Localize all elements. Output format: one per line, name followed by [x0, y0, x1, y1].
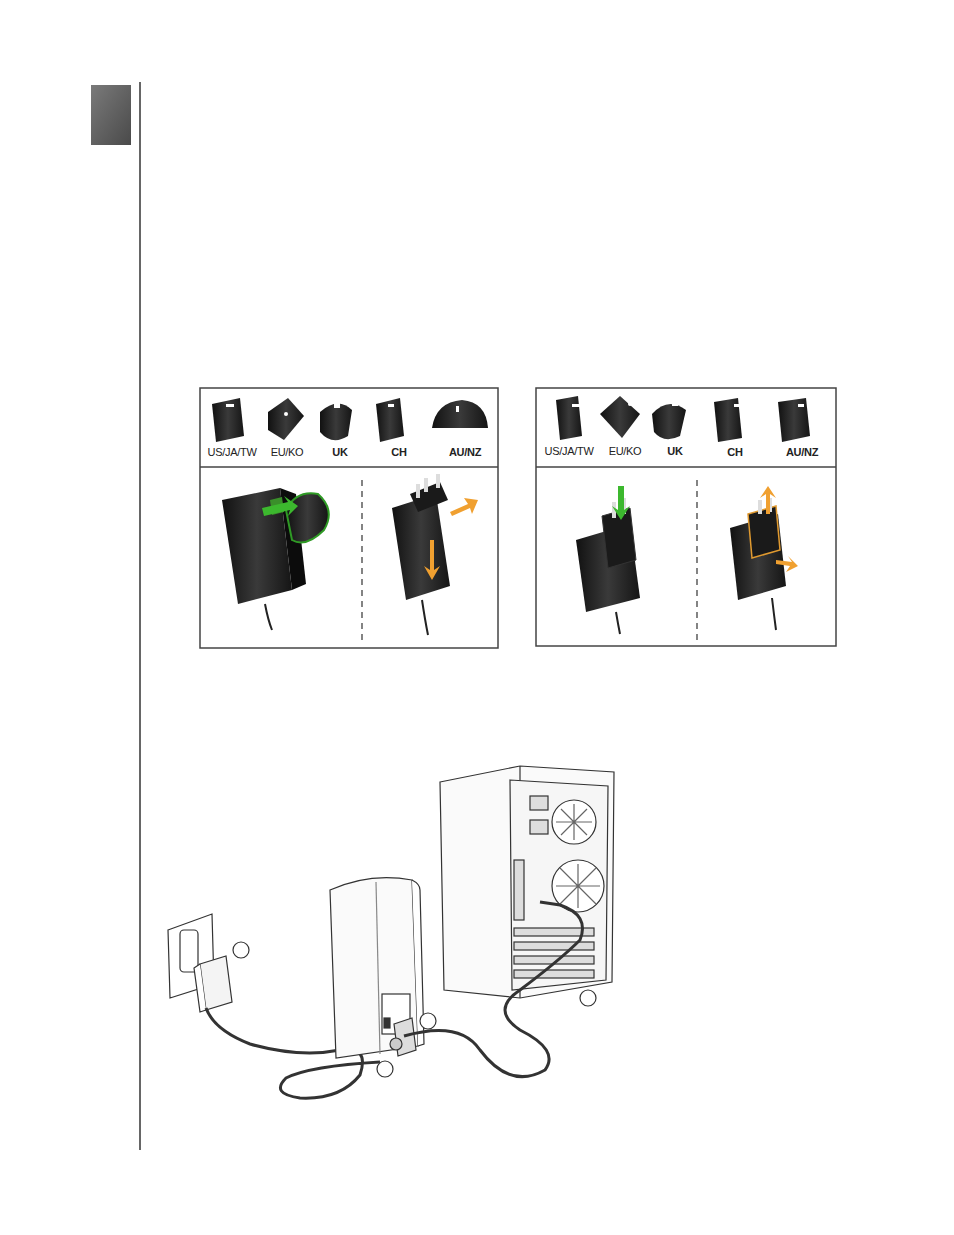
chapter-tab — [91, 85, 131, 145]
region-label: EU/KO — [609, 445, 642, 458]
region-label: CH — [391, 446, 406, 459]
region-label: US/JA/TW — [208, 446, 257, 459]
region-label: US/JA/TW — [545, 445, 594, 458]
region-label: UK — [332, 446, 347, 459]
callout-circle — [377, 1061, 393, 1077]
region-label: UK — [667, 445, 682, 458]
callout-circle — [420, 1013, 436, 1029]
region-label: AU/NZ — [449, 446, 481, 459]
region-label: CH — [727, 446, 742, 459]
adapter-panel — [200, 388, 498, 648]
region-label: EU/KO — [271, 446, 304, 459]
connection-illustration — [168, 766, 614, 1098]
callout-circle — [233, 942, 249, 958]
margin-rule — [139, 82, 141, 1150]
adapter-panel — [536, 388, 836, 646]
region-label: AU/NZ — [786, 446, 818, 459]
callout-circle — [580, 990, 596, 1006]
